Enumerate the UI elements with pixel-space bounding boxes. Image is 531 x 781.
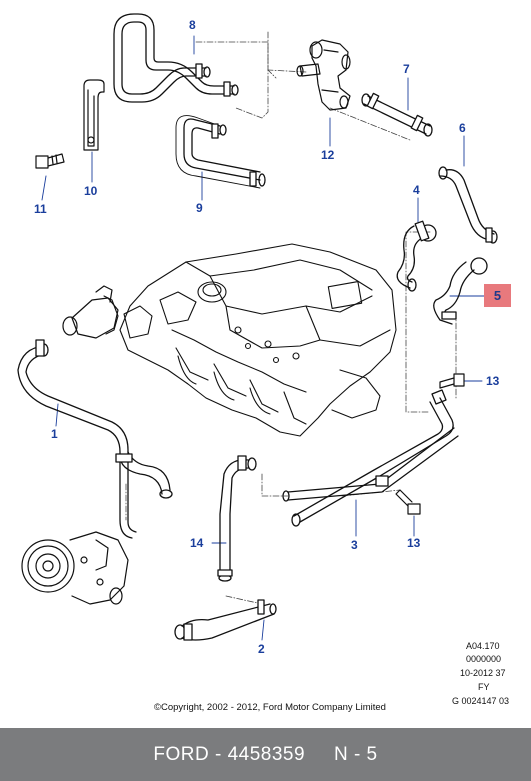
- diagram-reference: G 0024147 03: [452, 696, 510, 706]
- part-11-bolt: [35, 153, 65, 169]
- leader-lines: [41, 35, 485, 641]
- part-5-hose: [433, 257, 488, 325]
- footer-bar: FORD - 4458359 N - 5: [0, 728, 531, 781]
- callout-14: 14: [190, 536, 204, 550]
- callout-7: 7: [403, 62, 410, 76]
- part-3-pipe: [282, 389, 459, 527]
- water-pump: [21, 531, 129, 605]
- part-4-hose: [396, 220, 437, 292]
- callout-5-highlighted: 5: [484, 284, 511, 307]
- part-number-label: FORD - 4458359 N - 5: [153, 744, 378, 765]
- part-8-hose: [113, 13, 239, 103]
- callout-8: 8: [189, 18, 196, 32]
- part-6-hose: [438, 166, 498, 244]
- diagram-serial: 0000000: [466, 654, 502, 664]
- parts-diagram: [17, 13, 498, 641]
- part-2-pipe: [174, 599, 277, 641]
- part-1-hose: [17, 339, 173, 539]
- diagram-date: 10-2012 37: [460, 668, 506, 678]
- callout-9: 9: [196, 201, 203, 215]
- callout-12: 12: [321, 148, 335, 162]
- part-14-hose: [217, 455, 257, 582]
- callout-1: 1: [51, 427, 58, 441]
- engine-head: [103, 243, 397, 437]
- callout-13-upper: 13: [486, 374, 500, 388]
- callout-3: 3: [351, 538, 358, 552]
- callout-6: 6: [459, 121, 466, 135]
- part-13-bolt-lower: [395, 489, 421, 515]
- part-9-hose: [175, 115, 266, 189]
- copyright-notice: ©Copyright, 2002 - 2012, Ford Motor Comp…: [154, 702, 386, 713]
- part-13-bolt-upper: [439, 373, 465, 389]
- diagram-region: FY: [478, 682, 490, 692]
- part-10-bracket: [83, 79, 105, 151]
- callout-13-lower: 13: [407, 536, 421, 550]
- callout-10: 10: [84, 184, 98, 198]
- part-12-thermostat-housing: [296, 39, 351, 111]
- callout-11: 11: [34, 202, 47, 216]
- part-7-pipe: [361, 92, 433, 137]
- diagram-code: A04.170: [466, 641, 500, 651]
- callout-2: 2: [258, 642, 265, 656]
- engine-outlet-housing: [62, 285, 119, 339]
- callout-4: 4: [413, 183, 420, 197]
- reference-lines: [125, 31, 457, 605]
